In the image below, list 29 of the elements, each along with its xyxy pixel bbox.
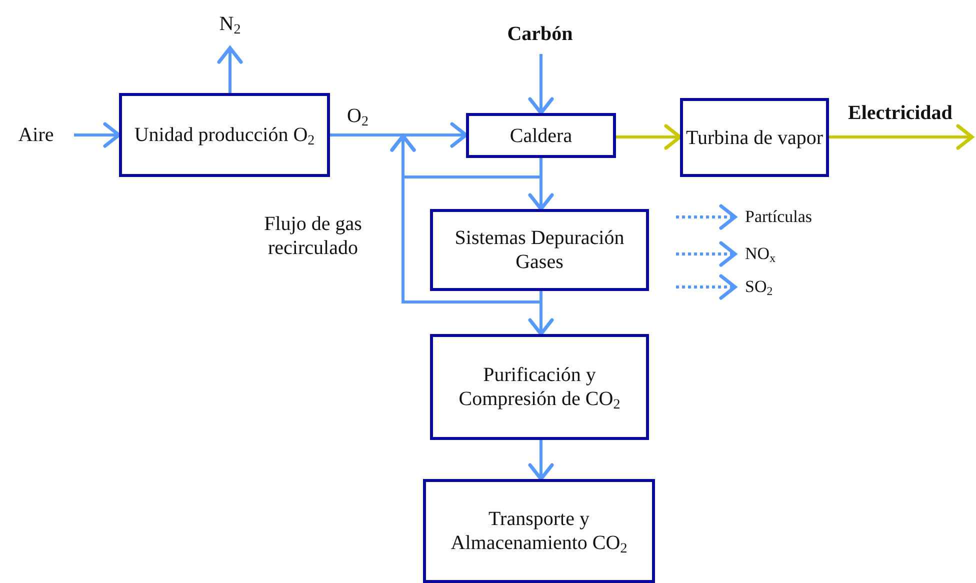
box-text: Caldera (510, 124, 572, 148)
process-box (119, 93, 330, 177)
stream-label: NO$_{x}$ (735, 240, 805, 268)
box-text: Turbina de vapor (686, 126, 824, 150)
stream-label: Aire (8, 121, 64, 149)
dotted-arrow (676, 274, 737, 300)
process-box (430, 209, 649, 291)
stream-label: Carbón (490, 20, 590, 48)
box-text: Purificación y Compresión de CO$_{2}$ (458, 363, 622, 411)
process-box (466, 113, 616, 158)
process-box (430, 334, 649, 440)
arrow (528, 440, 554, 481)
stream-label: N$_{2}$ (206, 8, 254, 40)
process-box (680, 98, 829, 177)
arrow (390, 134, 542, 304)
arrow (330, 122, 468, 148)
stream-label: SO$_{2}$ (735, 273, 805, 301)
arrow (829, 124, 974, 150)
arrow (528, 54, 554, 115)
arrow (217, 46, 243, 93)
arrow (616, 124, 682, 150)
process-box (423, 479, 655, 583)
box-text: Transporte y Almacenamiento CO$_{2}$ (450, 507, 628, 555)
box-text: Sistemas Depuración Gases (454, 226, 626, 274)
dotted-arrow (676, 241, 737, 267)
stream-label: Partículas (735, 203, 845, 231)
dotted-arrow (676, 204, 737, 230)
box-text: Unidad producción O$_{2}$ (134, 123, 315, 147)
arrow (74, 122, 121, 148)
